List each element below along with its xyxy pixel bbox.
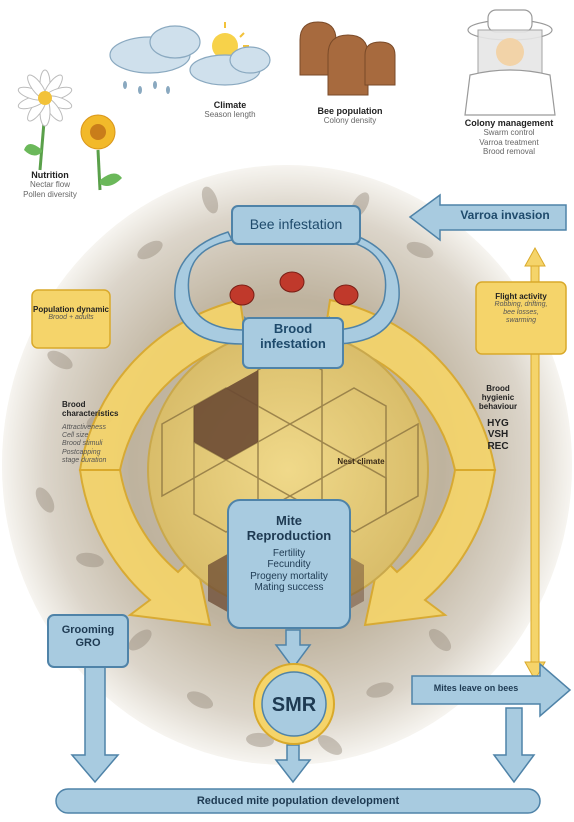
down-arrows: [70, 629, 536, 784]
bee-population-line-1: Colony density: [323, 116, 377, 126]
brood-hygienic-title-3: behaviour: [478, 402, 518, 412]
nutrition-title: Nutrition: [31, 170, 69, 180]
brood-hygienic-title-1: Brood: [486, 384, 510, 393]
brood-characteristics-title-1: Brood: [62, 400, 86, 409]
grooming-box: [47, 614, 129, 668]
population-dynamic-text: Population dynamic Brood + adults: [32, 305, 110, 322]
code-hyg: HYG: [487, 417, 509, 429]
flight-activity-line-3: swarming: [506, 317, 536, 325]
grooming-code: GRO: [75, 636, 101, 649]
brood-hygienic-text: Brood hygienic behaviour HYG VSH REC: [468, 384, 528, 452]
bee-population-label: Bee population Colony density: [300, 106, 400, 126]
varroa-invasion-arrow: [408, 193, 567, 242]
brood-characteristics-line-2: Cell size: [62, 432, 89, 440]
brood-characteristics-text: Brood characteristics Attractiveness Cel…: [62, 400, 142, 465]
smr-circle: [253, 663, 335, 745]
mite-reproduction-box: [227, 499, 351, 629]
mite-reproduction-line-3: Progeny mortality: [250, 570, 328, 582]
varroa-invasion-text: Varroa invasion: [460, 208, 550, 222]
mite-reproduction-title-2: Reproduction: [246, 527, 332, 543]
mite-reproduction-title-1: Mite: [276, 513, 302, 528]
mite-reproduction-line-1: Fertility: [272, 547, 306, 559]
brood-characteristics-line-3: Brood stimuli: [62, 440, 103, 448]
grooming-title: Grooming: [61, 624, 115, 636]
colony-management-line-1: Swarm control: [483, 128, 535, 138]
bee-hives-icon: [299, 21, 396, 96]
climate-label: Climate Season length: [185, 100, 275, 120]
climate-title: Climate: [213, 100, 247, 110]
brood-infestation-text: Brood infestation: [243, 321, 343, 352]
code-vsh: VSH: [487, 429, 509, 441]
nutrition-line-2: Pollen diversity: [23, 189, 77, 199]
mite-reproduction-line-4: Mating success: [254, 582, 324, 594]
flight-activity-box: [475, 281, 567, 355]
nutrition-line-1: Nectar flow: [29, 180, 70, 190]
colony-management-label: Colony management Swarm control Varroa t…: [448, 118, 570, 156]
flight-activity-text: Flight activity Robbing, drifting, bee l…: [476, 292, 566, 325]
brood-characteristics-line-5: stage duration: [62, 456, 107, 464]
bee-infestation-text: Bee infestation: [249, 216, 343, 232]
colony-management-line-2: Varroa treatment: [479, 137, 539, 147]
grooming-text: Grooming GRO: [48, 624, 128, 649]
climate-line-1: Season length: [204, 110, 256, 120]
varroa-mites: [229, 271, 359, 306]
brood-infestation-line-2: infestation: [260, 335, 326, 351]
bee-infestation-box: [231, 205, 361, 245]
flight-activity-line-1: Robbing, drifting,: [494, 301, 548, 309]
vertical-double-arrow: [524, 246, 546, 682]
code-rec: REC: [487, 440, 509, 452]
cloud-sun-icon: [109, 22, 271, 94]
sunflower-icon: [80, 114, 122, 191]
colony-management-title: Colony management: [464, 118, 554, 128]
reduced-population-text: Reduced mite population development: [196, 795, 400, 807]
mite-reproduction-text: Mite Reproduction Fertility Fecundity Pr…: [228, 513, 350, 594]
flight-activity-title: Flight activity: [495, 292, 547, 301]
brood-infestation-line-1: Brood: [273, 321, 313, 336]
smr-text: SMR: [271, 694, 317, 716]
nutrition-label: Nutrition Nectar flow Pollen diversity: [10, 170, 90, 199]
colony-management-line-3: Brood removal: [482, 146, 536, 156]
daisy-flower-icon: [17, 69, 73, 171]
brood-characteristics-line-1: Attractiveness: [62, 424, 106, 432]
nest-climate-text: Nest climate: [337, 457, 385, 466]
mites-leave-arrow: [411, 662, 572, 718]
brood-characteristics-line-4: Postcapping: [62, 448, 101, 456]
brood-infestation-box: [242, 317, 344, 369]
population-dynamic-title: Population dynamic: [32, 305, 109, 314]
mite-reproduction-line-2: Fecundity: [267, 559, 311, 571]
brood-hygienic-title-2: hygienic: [481, 393, 515, 403]
population-dynamic-sub: Brood + adults: [48, 314, 94, 322]
flight-activity-line-2: bee losses,: [503, 309, 539, 317]
reduced-population-bar: [55, 788, 541, 814]
yellow-cycle-arrows: [78, 298, 497, 627]
bee-population-title: Bee population: [317, 106, 383, 116]
mites-leave-text: Mites leave on bees: [433, 683, 519, 693]
brood-characteristics-title-2: characteristics: [62, 409, 119, 419]
population-dynamic-box: [31, 289, 111, 349]
beekeeper-icon: [464, 9, 556, 116]
